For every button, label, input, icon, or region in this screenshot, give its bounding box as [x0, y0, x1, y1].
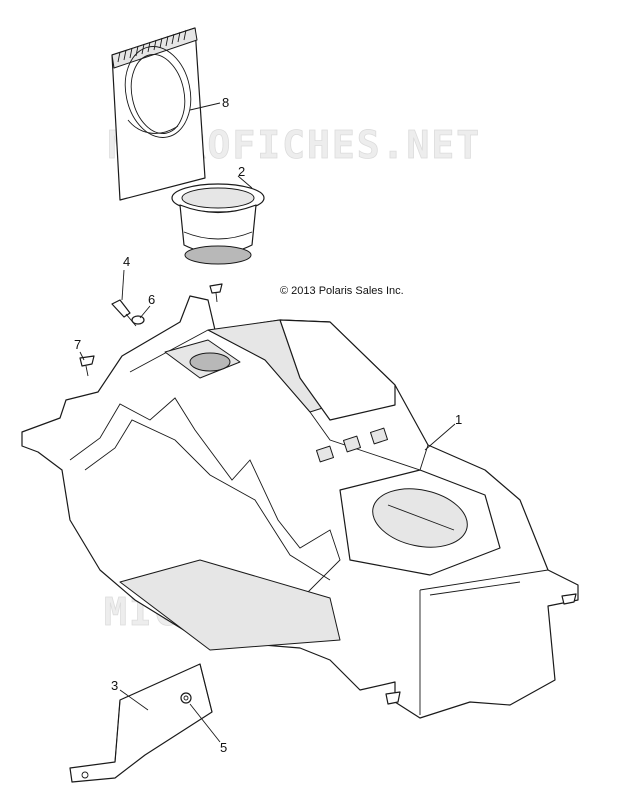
copyright-notice: © 2013 Polaris Sales Inc. — [280, 285, 404, 297]
push-rivet-part-5 — [180, 692, 192, 704]
push-rivet-bottom — [385, 691, 401, 705]
console-body-part — [21, 295, 579, 719]
washer-part — [131, 315, 145, 325]
callout-1: 1 — [455, 412, 462, 427]
push-rivet-part-7 — [79, 355, 95, 377]
push-rivet-right — [561, 593, 577, 605]
mat-insert-part — [111, 27, 206, 201]
cup-holder-part — [171, 183, 265, 265]
callout-5: 5 — [220, 740, 227, 755]
callout-3: 3 — [111, 678, 118, 693]
callout-4: 4 — [123, 254, 130, 269]
push-rivet-top — [209, 283, 223, 303]
callout-7: 7 — [74, 337, 81, 352]
callout-8: 8 — [222, 95, 229, 110]
callout-2: 2 — [238, 164, 245, 179]
bracket-plate-part — [69, 663, 213, 783]
callout-6: 6 — [148, 292, 155, 307]
leader-lines — [79, 102, 456, 743]
screw-part — [111, 299, 137, 327]
